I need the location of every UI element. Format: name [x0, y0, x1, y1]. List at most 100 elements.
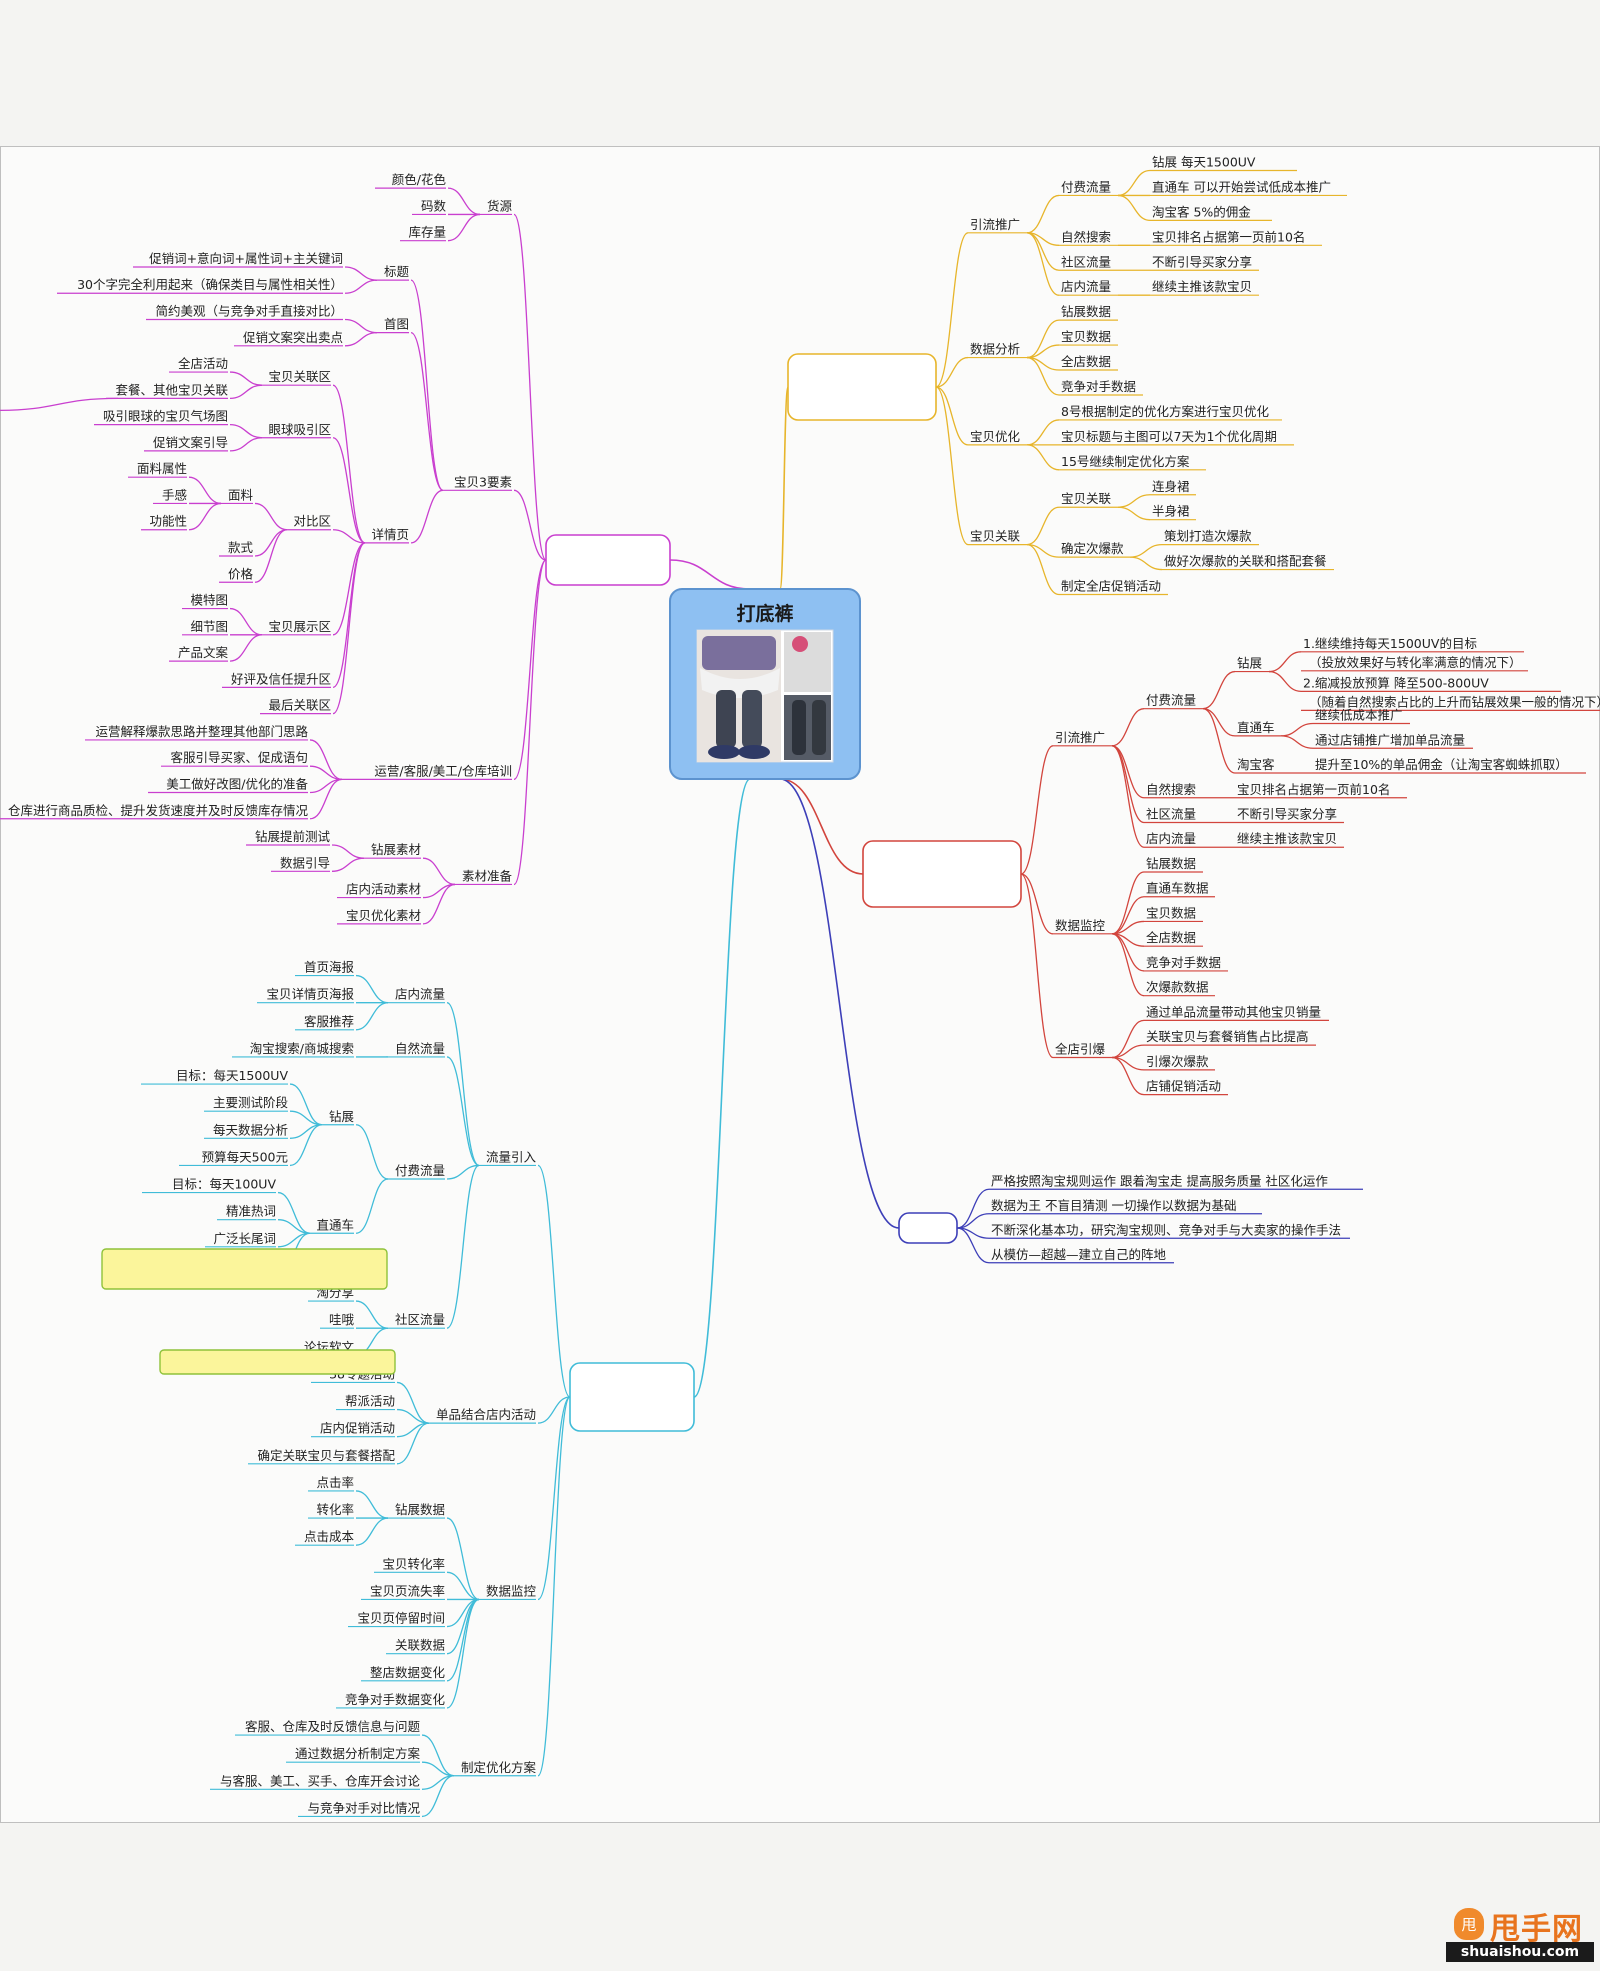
nodebranches-1-children-1-children-2[interactable]: 店内促销活动	[320, 1421, 395, 1436]
nodebranches-2-children-0-children-3[interactable]: 店内流量	[1061, 279, 1111, 294]
nodebranches-0-children-3-children-0[interactable]: 钻展素材	[371, 842, 421, 857]
nodebranches-3-children-2[interactable]: 全店引爆	[1055, 1042, 1106, 1057]
nodebranches-1-children-0-children-1-children-0[interactable]: 淘宝搜索/商城搜索	[250, 1041, 354, 1056]
nodebranches-1-children-0-children-1[interactable]: 自然流量	[395, 1041, 445, 1056]
nodebranches-0-children-1-children-2-children-2-children-0-children-2[interactable]: 功能性	[149, 514, 187, 529]
nodebranches-0-children-1-children-2-children-1-children-0[interactable]: 吸引眼球的宝贝气场图	[103, 409, 228, 424]
nodebranches-1-children-3-children-3[interactable]: 与竞争对手对比情况	[307, 1800, 420, 1815]
nodebranches-3-children-1-children-0[interactable]: 钻展数据	[1146, 856, 1196, 871]
nodebranches-0-children-1-children-2-children-2-children-0-children-0[interactable]: 面料属性	[137, 461, 187, 476]
nodebranches-2-children-3-children-1-children-0[interactable]: 策划打造次爆款	[1164, 529, 1252, 544]
nodebranches-1-children-0-children-2-children-1[interactable]: 直通车	[316, 1217, 354, 1232]
branch-b1[interactable]	[545, 534, 671, 586]
nodebranches-1-children-1-children-3[interactable]: 确定关联宝贝与套餐搭配	[257, 1448, 395, 1463]
nodebranches-2-children-0-children-2-children-0[interactable]: 不断引导买家分享	[1152, 254, 1252, 269]
nodebranches-0-children-1-children-2-children-3[interactable]: 宝贝展示区	[268, 619, 331, 634]
nodebranches-0-children-1-children-1[interactable]: 首图	[384, 317, 409, 332]
nodebranches-1-children-0-children-2-children-0-children-0[interactable]: 目标：每天1500UV	[176, 1068, 288, 1083]
nodebranches-0-children-1-children-2-children-3-children-2[interactable]: 产品文案	[178, 645, 229, 660]
nodebranches-1-children-0-children-2[interactable]: 付费流量	[395, 1163, 445, 1178]
nodebranches-0-children-1-children-2-children-1-children-1[interactable]: 促销文案引导	[153, 435, 228, 450]
nodebranches-0-children-0-children-2[interactable]: 库存量	[408, 225, 446, 240]
nodebranches-3-children-0-children-0-children-1[interactable]: 直通车	[1237, 720, 1275, 735]
nodebranches-0-children-0-children-0[interactable]: 颜色/花色	[392, 172, 447, 187]
nodebranches-1-children-0-children-2-children-0[interactable]: 钻展	[329, 1109, 354, 1124]
nodebranches-1-children-0-children-2-children-0-children-3[interactable]: 预算每天500元	[202, 1149, 288, 1164]
nodebranches-0-children-1-children-2-children-2-children-0-children-1[interactable]: 手感	[162, 487, 187, 502]
nodebranches-1-children-0-children-2-children-1-children-2[interactable]: 广泛长尾词	[213, 1231, 276, 1246]
nodebranches-1-children-0-children-2-children-1-children-1[interactable]: 精准热词	[226, 1204, 276, 1219]
nodebranches-3-children-0-children-2-children-0[interactable]: 不断引导买家分享	[1237, 806, 1337, 821]
nodebranches-2-children-1-children-1[interactable]: 宝贝数据	[1061, 329, 1111, 344]
nodebranches-0-children-1-children-2-children-0-children-0[interactable]: 全店活动	[178, 356, 228, 371]
nodebranches-3-children-0-children-2[interactable]: 社区流量	[1146, 806, 1196, 821]
nodebranches-0-children-2-children-0[interactable]: 运营解释爆款思路并整理其他部门思路	[95, 724, 308, 739]
nodebranches-0-children-1-children-2-children-4[interactable]: 好评及信任提升区	[231, 671, 331, 686]
nodebranches-2-children-1[interactable]: 数据分析	[970, 342, 1020, 357]
nodebranches-3-children-1-children-1[interactable]: 直通车数据	[1146, 881, 1209, 896]
nodebranches-3-children-0-children-0[interactable]: 付费流量	[1146, 693, 1196, 708]
nodebranches-3-children-0-children-1[interactable]: 自然搜索	[1146, 782, 1196, 797]
nodebranches-3-children-0-children-0-children-2-children-0[interactable]: 提升至10%的单品佣金（让淘宝客蜘蛛抓取）	[1315, 757, 1568, 772]
nodebranches-3-children-1-children-3[interactable]: 全店数据	[1146, 930, 1196, 945]
nodebranches-0-children-1-children-2-children-2-children-0[interactable]: 面料	[228, 487, 254, 502]
nodebranches-2-children-0-children-2[interactable]: 社区流量	[1061, 254, 1111, 269]
nodebranches-2-children-1-children-2[interactable]: 全店数据	[1061, 354, 1111, 369]
nodebranches-2-children-3-children-0-children-0[interactable]: 连身裙	[1152, 479, 1190, 494]
nodebranches-0-children-1-children-2-children-1[interactable]: 眼球吸引区	[268, 422, 331, 437]
nodebranches-4-children-1[interactable]: 数据为王 不盲目猜测 一切操作以数据为基础	[991, 1198, 1236, 1213]
nodebranches-0-children-3[interactable]: 素材准备	[462, 868, 513, 883]
nodebranches-1-children-0-children-3[interactable]: 社区流量	[395, 1312, 445, 1327]
nodebranches-1-children-0-children-3-children-1[interactable]: 哇哦	[329, 1312, 355, 1327]
nodebranches-1-children-1[interactable]: 单品结合店内活动	[436, 1407, 536, 1422]
nodebranches-2-children-0-children-3-children-0[interactable]: 继续主推该款宝贝	[1152, 279, 1252, 294]
nodebranches-3-children-1-children-4[interactable]: 竞争对手数据	[1146, 955, 1221, 970]
nodebranches-1-children-0-children-2-children-1-children-0[interactable]: 目标：每天100UV	[172, 1177, 277, 1192]
nodebranches-2-children-1-children-3[interactable]: 竞争对手数据	[1061, 379, 1136, 394]
nodebranches-0-children-1-children-2-children-0-children-1[interactable]: 套餐、其他宝贝关联	[115, 382, 228, 397]
nodebranches-0-children-1-children-2-children-3-children-1[interactable]: 细节图	[190, 619, 228, 634]
nodebranches-3-children-0-children-0-children-0-children-0[interactable]: 1.继续维持每天1500UV的目标	[1303, 636, 1477, 651]
nodebranches-3-children-1[interactable]: 数据监控	[1055, 918, 1106, 933]
branch-b4[interactable]	[862, 840, 1022, 908]
nodebranches-2-children-3-children-2[interactable]: 制定全店促销活动	[1061, 579, 1161, 594]
nodebranches-2-children-2-children-1[interactable]: 宝贝标题与主图可以7天为1个优化周期	[1061, 429, 1277, 444]
nodebranches-0-children-1-children-0[interactable]: 标题	[384, 264, 410, 279]
nodebranches-1-children-2-children-0-children-1[interactable]: 转化率	[316, 1502, 354, 1517]
nodebranches-0-children-3-children-0-children-1[interactable]: 数据引导	[280, 855, 330, 870]
nodebranches-3-children-2-children-0[interactable]: 通过单品流量带动其他宝贝销量	[1146, 1004, 1321, 1019]
nodebranches-3-children-2-children-3[interactable]: 店铺促销活动	[1146, 1079, 1221, 1094]
nodebranches-1-children-0-children-2-children-0-children-1[interactable]: 主要测试阶段	[213, 1095, 288, 1110]
nodebranches-4-children-3[interactable]: 从模仿—超越—建立自己的阵地	[991, 1247, 1167, 1262]
nodebranches-3-children-0-children-1-children-0[interactable]: 宝贝排名占据第一页前10名	[1237, 782, 1390, 797]
nodebranches-2-children-0-children-1[interactable]: 自然搜索	[1061, 229, 1111, 244]
nodebranches-3-children-0-children-0-children-2[interactable]: 淘宝客	[1237, 757, 1275, 772]
nodebranches-3-children-2-children-2[interactable]: 引爆次爆款	[1146, 1054, 1209, 1069]
nodebranches-0-children-1[interactable]: 宝贝3要素	[454, 474, 512, 489]
nodebranches-3-children-0-children-0-children-1-children-1[interactable]: 通过店铺推广增加单品流量	[1315, 732, 1465, 747]
nodebranches-0-children-1-children-2-children-3-children-0[interactable]: 模特图	[190, 593, 228, 608]
nodebranches-0-children-1-children-1-children-0[interactable]: 简约美观（与竞争对手直接对比）	[155, 304, 343, 319]
nodebranches-0-children-1-children-0-children-0[interactable]: 促销词+意向词+属性词+主关键词	[149, 251, 343, 266]
nodebranches-1-children-1-children-1[interactable]: 帮派活动	[345, 1394, 395, 1409]
nodebranches-0-children-0[interactable]: 货源	[487, 198, 513, 213]
nodebranches-2-children-3-children-0[interactable]: 宝贝关联	[1061, 491, 1112, 506]
nodebranches-2-children-3-children-1-children-1[interactable]: 做好次爆款的关联和搭配套餐	[1164, 554, 1327, 569]
nodebranches-2-children-3[interactable]: 宝贝关联	[970, 529, 1021, 544]
nodebranches-0-children-1-children-2-children-2-children-1[interactable]: 款式	[228, 540, 254, 555]
nodebranches-1-children-2-children-3[interactable]: 宝贝页停留时间	[357, 1611, 445, 1626]
nodebranches-1-children-0-children-0[interactable]: 店内流量	[395, 987, 445, 1002]
nodebranches-0-children-2[interactable]: 运营/客服/美工/仓库培训	[374, 763, 512, 778]
nodebranches-3-children-0-children-0-children-1-children-0[interactable]: 继续低成本推广	[1315, 708, 1403, 723]
nodebranches-0-children-1-children-1-children-1[interactable]: 促销文案突出卖点	[243, 330, 343, 345]
nodebranches-2-children-0-children-1-children-0[interactable]: 宝贝排名占据第一页前10名	[1152, 229, 1305, 244]
nodebranches-1-children-2-children-4[interactable]: 关联数据	[395, 1638, 445, 1653]
nodebranches-2-children-2-children-2[interactable]: 15号继续制定优化方案	[1061, 454, 1190, 469]
nodebranches-0-children-1-children-2-children-0[interactable]: 宝贝关联区	[268, 369, 331, 384]
nodebranches-3-children-0-children-3[interactable]: 店内流量	[1146, 831, 1196, 846]
nodebranches-0-children-3-children-2[interactable]: 宝贝优化素材	[346, 908, 421, 923]
nodebranches-2-children-0-children-0-children-2[interactable]: 淘宝客 5%的佣金	[1152, 204, 1251, 219]
nodebranches-3-children-1-children-5[interactable]: 次爆款数据	[1146, 980, 1209, 995]
nodebranches-2-children-3-children-0-children-1[interactable]: 半身裙	[1152, 504, 1190, 519]
branch-b2[interactable]	[569, 1362, 695, 1432]
